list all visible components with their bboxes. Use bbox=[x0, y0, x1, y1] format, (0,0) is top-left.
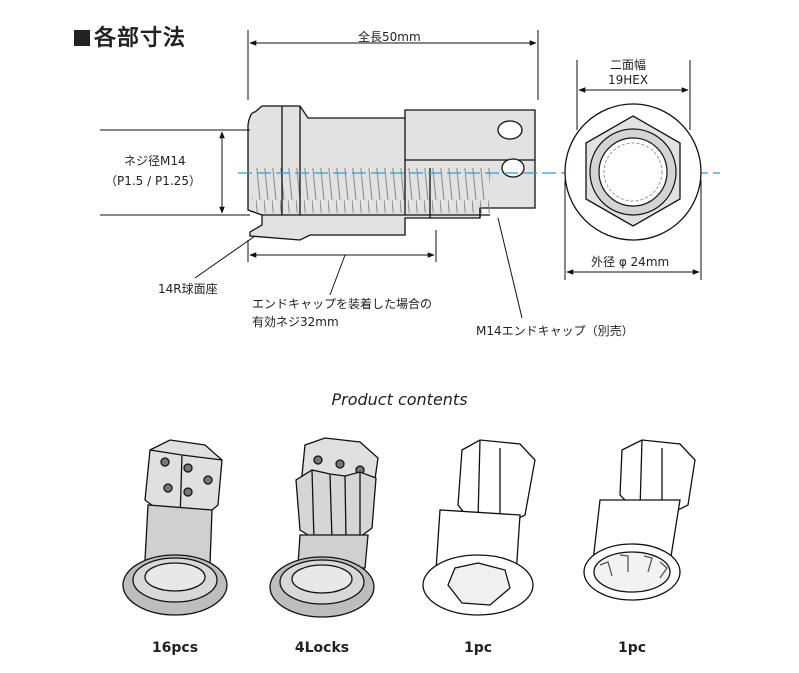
lug-nut-illustration bbox=[122, 439, 228, 616]
lock-nut-illustration bbox=[269, 437, 379, 618]
thread-diameter-dimension bbox=[100, 129, 250, 216]
square-bullet-icon bbox=[74, 30, 90, 46]
seat-leader-line bbox=[194, 235, 256, 279]
lock-nut-count: 4Locks bbox=[294, 640, 350, 656]
heading-text: 各部寸法 bbox=[94, 26, 187, 51]
key-adapter-count: 1pc bbox=[617, 640, 647, 656]
hex-label-2: 19HEX bbox=[608, 73, 649, 87]
hex-label-1: 二面幅 bbox=[610, 58, 647, 72]
key-adapter-illustration bbox=[583, 439, 696, 601]
effective-thread-dimension bbox=[247, 230, 437, 296]
end-cap-label: M14エンドキャップ（別売） bbox=[476, 324, 634, 338]
thread-pitch-label: （P1.5 / P1.25） bbox=[105, 174, 201, 188]
product-contents-title: Product contents bbox=[331, 390, 468, 409]
effective-thread-label-1: エンドキャップを装着した場合の bbox=[252, 297, 433, 311]
section-heading: 各部寸法 bbox=[74, 20, 186, 52]
hex-end-view bbox=[564, 60, 702, 280]
socket-illustration bbox=[422, 439, 536, 616]
outer-diameter-label: 外径 φ 24mm bbox=[591, 255, 670, 269]
seat-label: 14R球面座 bbox=[158, 282, 218, 296]
thread-diameter-label: ネジ径M14 bbox=[124, 154, 186, 168]
effective-thread-label-2: 有効ネジ32mm bbox=[252, 315, 339, 329]
socket-count: 1pc bbox=[463, 640, 493, 656]
lug-nut-count: 16pcs bbox=[151, 640, 199, 656]
overall-length-label: 全長50mm bbox=[358, 30, 421, 44]
overall-length-dimension bbox=[247, 30, 539, 100]
end-cap-leader-line bbox=[497, 217, 523, 319]
